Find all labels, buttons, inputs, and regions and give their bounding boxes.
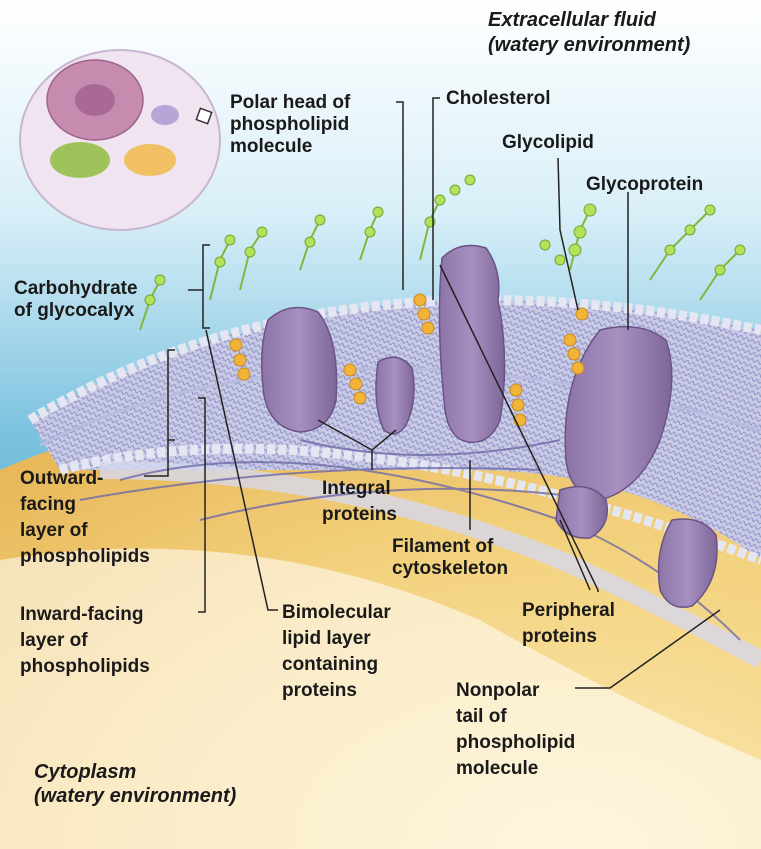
integral-proteins-label: Integral proteins — [322, 476, 397, 528]
filament-label: Filament of cytoskeleton — [392, 536, 508, 580]
bimolecular-label: Bimolecular lipid layer containing prote… — [282, 600, 391, 704]
polar-head-label: Polar head of phospholipid molecule — [230, 92, 350, 158]
inward-layer-label: Inward-facing layer of phospholipids — [20, 602, 150, 680]
peripheral-label: Peripheral proteins — [522, 598, 615, 650]
extracellular-label: Extracellular fluid (watery environment) — [488, 8, 690, 58]
cell-inset — [20, 50, 220, 230]
glycoprotein-label: Glycoprotein — [586, 174, 703, 196]
cholesterol-label: Cholesterol — [446, 88, 551, 110]
nonpolar-tail-label: Nonpolar tail of phospholipid molecule — [456, 678, 575, 782]
carbohydrate-label: Carbohydrate of glycocalyx — [14, 278, 138, 322]
cytoplasm-label: Cytoplasm (watery environment) — [34, 760, 236, 808]
glycolipid-label: Glycolipid — [502, 132, 594, 154]
outward-layer-label: Outward- facing layer of phospholipids — [20, 466, 150, 570]
